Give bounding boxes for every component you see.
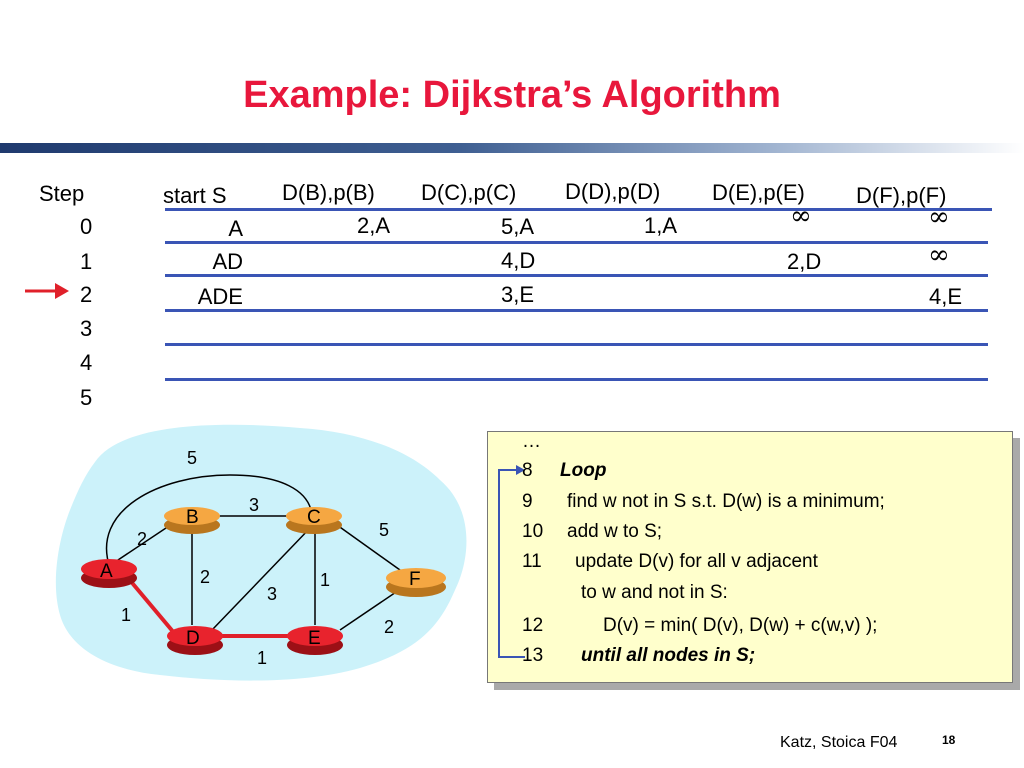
edge-c-d <box>211 525 313 631</box>
cell-f-step1-infinity: ∞ <box>928 240 950 270</box>
step-number: 1 <box>80 249 93 274</box>
edge-a-d-highlight <box>126 576 177 636</box>
header-f: D(F),p(F) <box>856 183 947 208</box>
cell-d-step0: 1,A <box>644 213 678 238</box>
node-label: B <box>186 507 199 528</box>
weight-b-d: 2 <box>200 567 210 587</box>
loop-bracket-arrow-icon <box>498 465 525 658</box>
node-d: D <box>167 626 223 655</box>
header-b: D(B),p(B) <box>282 180 375 205</box>
cell-e-step0-infinity: ∞ <box>790 201 812 231</box>
step-number: 5 <box>80 385 93 410</box>
current-step-arrow-icon <box>25 283 69 299</box>
weight-b-c: 3 <box>249 495 259 515</box>
weight-a-b: 2 <box>137 529 147 549</box>
table-row-line <box>165 208 992 211</box>
network-graph: B C A F D E 5 3 5 2 2 3 1 1 2 1 <box>55 424 467 681</box>
pseudocode-box: … 8 Loop 9 find w not in S s.t. D(w) is … <box>487 431 1013 683</box>
step-number: 0 <box>80 214 93 239</box>
cell-f-step2: 4,E <box>929 284 963 309</box>
node-label: E <box>308 628 321 649</box>
weight-a-c: 5 <box>187 448 197 468</box>
step-number: 3 <box>80 316 93 341</box>
weight-c-e: 1 <box>320 570 330 590</box>
table-row-line <box>165 309 988 312</box>
table-row-line <box>165 378 988 381</box>
step-number: 4 <box>80 350 93 375</box>
cell-b-step0: 2,A <box>357 213 391 238</box>
node-label: C <box>307 507 321 528</box>
header-c: D(C),p(C) <box>421 180 517 205</box>
edge-a-c <box>105 474 313 569</box>
weight-c-d: 3 <box>267 584 277 604</box>
node-c: C <box>286 507 342 534</box>
title-underline-bar <box>0 143 1024 153</box>
cell-e-step1: 2,D <box>787 249 822 274</box>
header-e: D(E),p(E) <box>712 180 805 205</box>
node-label: F <box>409 569 421 590</box>
start-s-cell: A <box>228 216 243 241</box>
node-label: A <box>100 561 113 582</box>
graph-cloud-background <box>55 424 467 681</box>
cell-c-step2: 3,E <box>501 282 535 307</box>
slide-title: Example: Dijkstra’s Algorithm <box>243 74 781 116</box>
page-number: 18 <box>942 733 956 747</box>
start-s-cell: ADE <box>197 284 243 309</box>
weight-e-f: 2 <box>384 617 394 637</box>
footer-credit: Katz, Stoica F04 <box>780 734 898 751</box>
step-number: 2 <box>80 282 93 307</box>
table-row-line <box>165 274 988 277</box>
node-e: E <box>287 626 343 655</box>
start-s-cell: AD <box>212 249 243 274</box>
node-label: D <box>186 628 200 649</box>
cell-c-step0: 5,A <box>501 214 535 239</box>
header-start-s: start S <box>163 183 227 208</box>
table-row-line <box>165 241 988 244</box>
weight-d-e: 1 <box>257 648 267 668</box>
node-b: B <box>164 507 220 534</box>
table-row-line <box>165 343 988 346</box>
edge-c-f <box>329 519 401 571</box>
cell-f-step0-infinity: ∞ <box>928 202 950 232</box>
node-a: A <box>81 559 137 588</box>
header-d: D(D),p(D) <box>565 179 661 204</box>
weight-c-f: 5 <box>379 520 389 540</box>
weight-a-d: 1 <box>121 605 131 625</box>
header-step: Step <box>39 181 85 206</box>
cell-c-step1: 4,D <box>501 248 536 273</box>
node-f: F <box>386 568 446 597</box>
